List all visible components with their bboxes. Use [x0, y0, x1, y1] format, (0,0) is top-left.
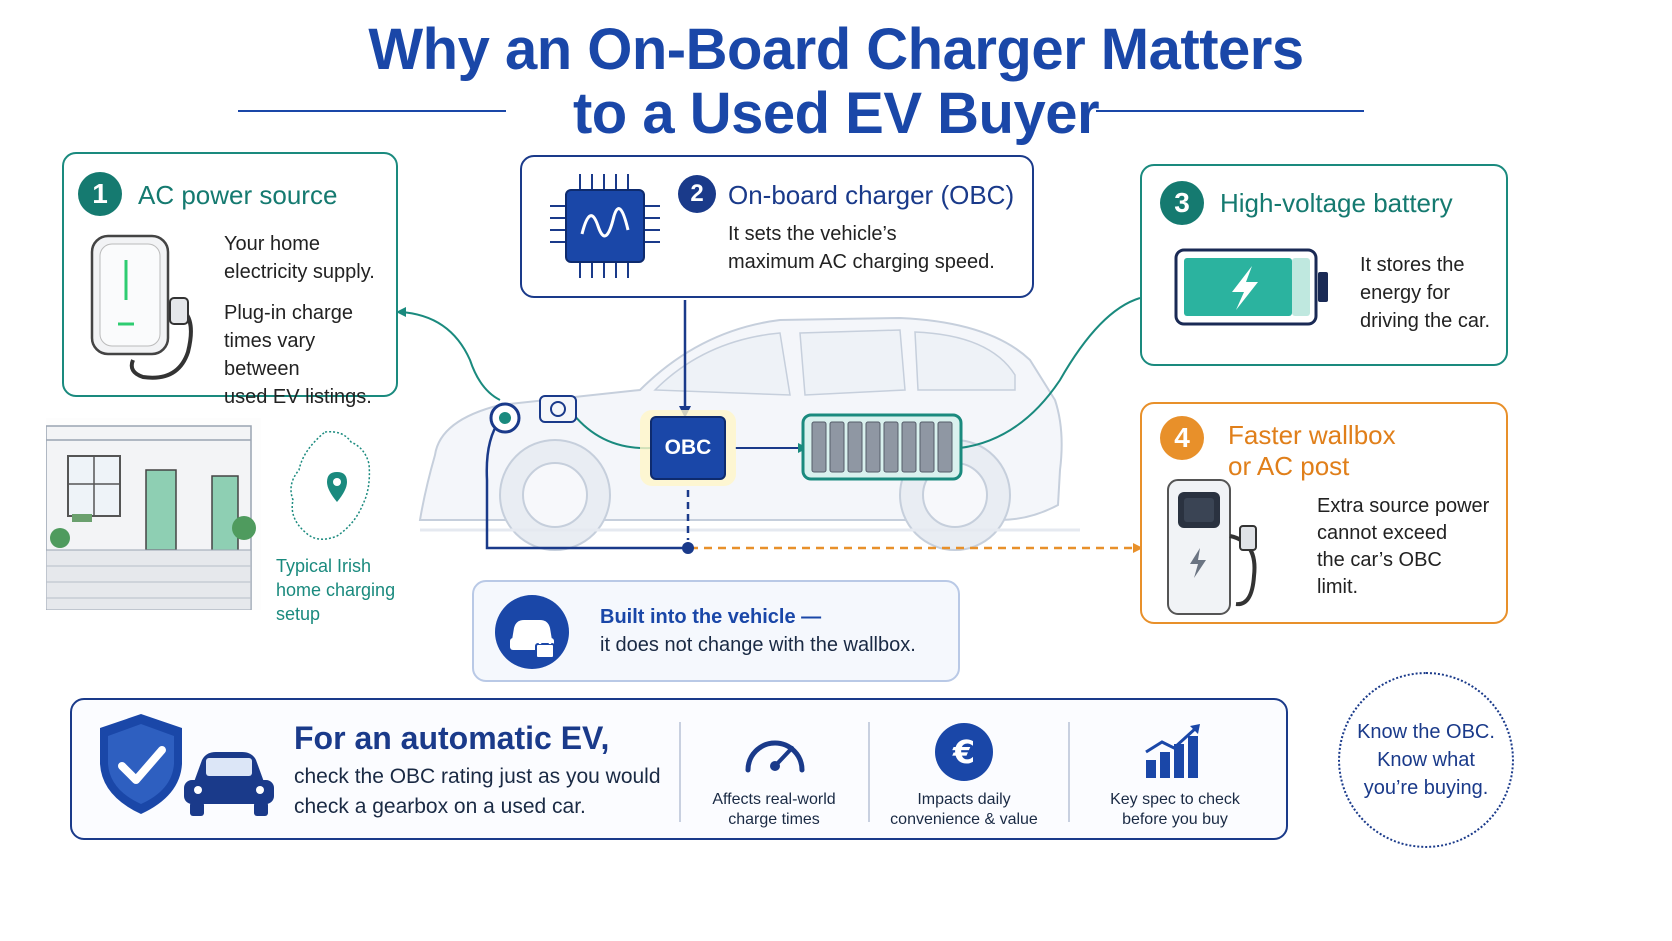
card-1-text-a-line1: Your home	[224, 233, 320, 255]
car-lock-icon	[495, 595, 569, 669]
charging-station-icon	[1167, 479, 1257, 615]
card-4-title: Faster wallbox or AC post	[1228, 420, 1396, 482]
slogan-line1: Know the OBC.	[1357, 721, 1495, 743]
card-1-text-b: Plug-in charge times vary between used E…	[224, 299, 394, 411]
house-illustration	[46, 418, 261, 610]
page-title-line1: Why an On-Board Charger Matters	[368, 17, 1304, 82]
feature-3-label: Key spec to check before you buy	[1092, 790, 1258, 830]
house-caption-line1: Typical Irish	[276, 556, 372, 576]
card-4-text: Extra source power cannot exceed the car…	[1317, 493, 1497, 601]
card-4-text-line1: Extra source power	[1317, 495, 1490, 517]
car-illustration	[418, 316, 1080, 551]
feature-2-line2: convenience & value	[890, 811, 1038, 828]
card-4-text-line4: limit.	[1317, 576, 1359, 598]
feature-3-line1: Key spec to check	[1110, 791, 1240, 808]
title-rule-left	[238, 110, 506, 112]
card-3-text: It stores the energy for driving the car…	[1360, 251, 1500, 335]
banner-divider-3	[1068, 722, 1070, 822]
svg-text:€: €	[952, 733, 975, 771]
obc-chip: OBC	[650, 416, 726, 480]
card-1-text-b-line2: times vary between	[224, 330, 316, 380]
card-4-text-line2: cannot exceed	[1317, 522, 1448, 544]
title-rule-right	[1096, 110, 1364, 112]
house-caption-line3: setup	[276, 604, 321, 624]
step-number-1: 1	[78, 172, 122, 216]
shield-check-icon	[100, 714, 182, 814]
step-number-3: 3	[1160, 181, 1204, 225]
built-in-text: it does not change with the wallbox.	[600, 634, 916, 656]
card-3-text-line2: energy for	[1360, 282, 1451, 304]
feature-3-line2: before you buy	[1122, 811, 1228, 828]
banner-text-line1: check the OBC rating just as you would	[294, 765, 661, 788]
wallbox-icon	[90, 234, 193, 380]
card-4-title-line1: Faster wallbox	[1228, 420, 1396, 450]
card-2-text-line1: It sets the vehicle’s	[728, 223, 897, 245]
page-title-line2: to a Used EV Buyer	[572, 81, 1100, 146]
banner-text: check the OBC rating just as you would c…	[294, 762, 674, 822]
obc-chip-label: OBC	[664, 436, 712, 459]
slogan-text: Know the OBC. Know what you’re buying.	[1340, 718, 1512, 802]
slogan-line3: you’re buying.	[1363, 777, 1489, 799]
card-2-text: It sets the vehicle’s maximum AC chargin…	[728, 220, 1028, 276]
banner-divider-2	[868, 722, 870, 822]
card-3-title: High-voltage battery	[1220, 188, 1453, 218]
speedometer-icon	[745, 740, 805, 773]
card-4-text-line3: the car’s OBC	[1317, 549, 1442, 571]
feature-1-line2: charge times	[728, 811, 820, 828]
chip-icon	[550, 174, 660, 278]
step-number-2: 2	[678, 175, 716, 213]
house-caption-line2: home charging	[276, 580, 396, 600]
card-3-text-line3: driving the car.	[1360, 310, 1491, 332]
battery-icon	[1174, 248, 1328, 326]
feature-1-label: Affects real-world charge times	[694, 790, 854, 830]
card-1-text-b-line3: used EV listings.	[224, 386, 372, 408]
banner-divider-1	[679, 722, 681, 822]
banner-title: For an automatic EV,	[294, 720, 610, 756]
card-1-text-a: Your home electricity supply.	[224, 230, 394, 286]
feature-2-label: Impacts daily convenience & value	[880, 790, 1048, 830]
card-2-text-line2: maximum AC charging speed.	[728, 251, 995, 273]
built-in-title: Built into the vehicle —	[600, 606, 822, 628]
card-1-text-a-line2: electricity supply.	[224, 261, 375, 283]
card-4-title-line2: or AC post	[1228, 451, 1350, 481]
card-3-text-line1: It stores the	[1360, 254, 1465, 276]
feature-1-line1: Affects real-world	[712, 791, 836, 808]
euro-icon: €	[935, 723, 993, 781]
feature-2-line1: Impacts daily	[917, 791, 1011, 808]
ireland-map-icon	[290, 430, 371, 540]
card-1-text-b-line1: Plug-in charge	[224, 302, 353, 324]
card-2-title: On-board charger (OBC)	[728, 180, 1015, 210]
car-icon	[184, 752, 274, 816]
card-1-title: AC power source	[138, 180, 338, 210]
house-caption: Typical Irish home charging setup	[276, 554, 416, 626]
step-number-4: 4	[1160, 416, 1204, 460]
slogan-line2: Know what	[1377, 749, 1475, 771]
bar-chart-icon	[1145, 724, 1200, 778]
banner-text-line2: check a gearbox on a used car.	[294, 795, 586, 818]
slogan-badge	[1338, 672, 1514, 848]
